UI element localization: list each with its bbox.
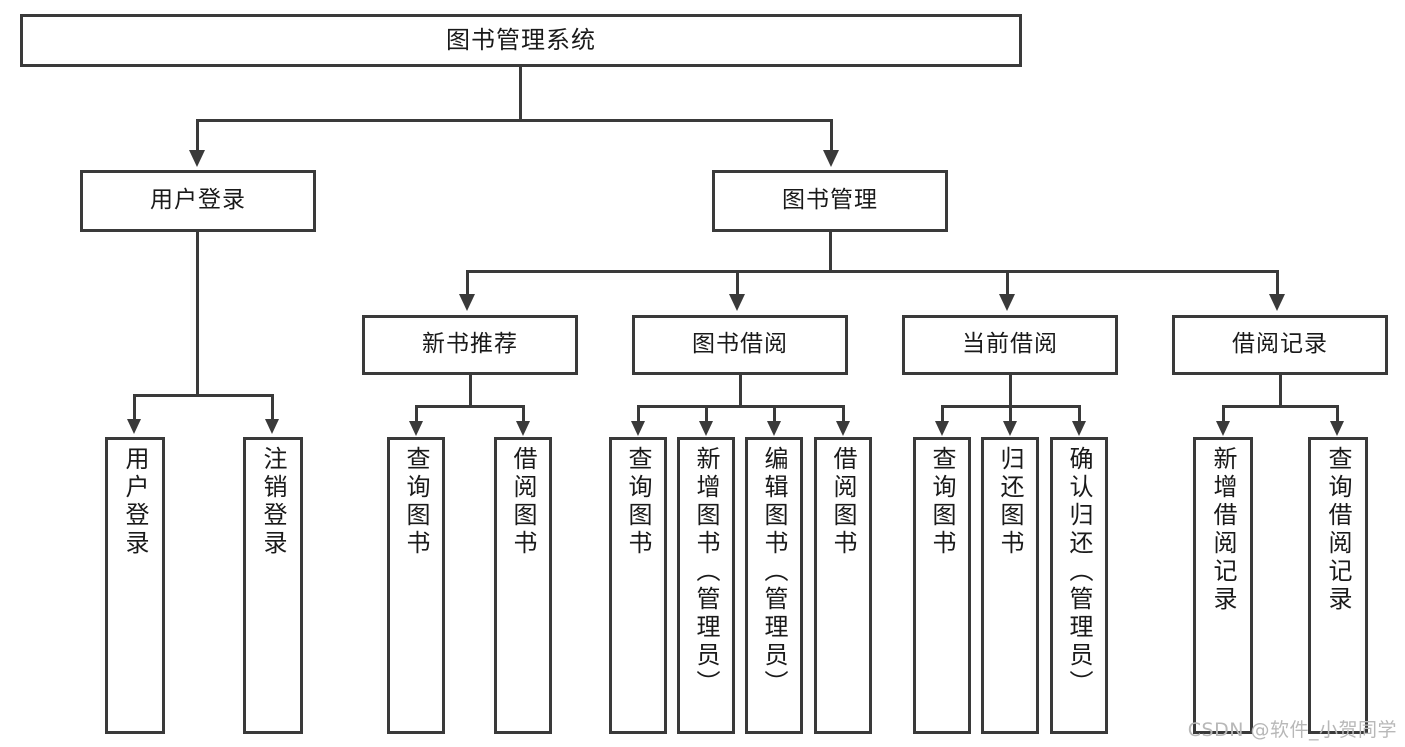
- node-user-login-label: 用户登录: [150, 187, 246, 214]
- node-root-label: 图书管理系统: [446, 26, 596, 55]
- node-leaf-query-book-2[interactable]: 查询图书: [609, 437, 667, 734]
- node-leaf-borrow-book-2[interactable]: 借阅图书: [814, 437, 872, 734]
- node-leaf-edit-book[interactable]: 编辑图书（管理员）: [745, 437, 803, 734]
- edge-new-book-bus: [415, 405, 525, 408]
- arrow-current-borrow-leaf-3: [1072, 421, 1086, 436]
- node-leaf-add-record-label: 新增借阅记录: [1209, 446, 1237, 614]
- edge-current-borrow-stem: [1009, 375, 1012, 405]
- arrow-root-to-book-manage: [823, 150, 839, 167]
- node-book-manage-label: 图书管理: [782, 187, 878, 214]
- edge-borrow-record-drop-2: [1336, 405, 1339, 422]
- edge-book-borrow-drop-2: [705, 405, 708, 422]
- node-leaf-add-book-label: 新增图书（管理员）: [692, 446, 720, 698]
- edge-root-bus: [196, 119, 833, 122]
- edge-user-login-drop-2: [271, 394, 274, 420]
- node-leaf-logout-login-label: 注销登录: [259, 446, 287, 558]
- edge-root-stem: [519, 67, 522, 119]
- node-book-manage[interactable]: 图书管理: [712, 170, 948, 232]
- arrow-book-borrow-leaf-3: [767, 421, 781, 436]
- arrow-book-manage-child-3: [999, 294, 1015, 311]
- edge-book-manage-drop-3: [1006, 270, 1009, 295]
- arrow-book-manage-child-1: [459, 294, 475, 311]
- edge-user-login-drop-1: [133, 394, 136, 420]
- edge-new-book-stem: [469, 375, 472, 405]
- arrow-root-to-user-login: [189, 150, 205, 167]
- node-leaf-query-book-3[interactable]: 查询图书: [913, 437, 971, 734]
- node-leaf-query-record-label: 查询借阅记录: [1324, 446, 1352, 614]
- node-book-borrow-label: 图书借阅: [692, 331, 788, 358]
- edge-user-login-bus: [133, 394, 274, 397]
- edge-current-borrow-drop-3: [1078, 405, 1081, 422]
- arrow-book-manage-child-4: [1269, 294, 1285, 311]
- node-leaf-edit-book-label: 编辑图书（管理员）: [760, 446, 788, 698]
- arrow-book-borrow-leaf-1: [631, 421, 645, 436]
- arrow-borrow-record-leaf-2: [1330, 421, 1344, 436]
- edge-new-book-drop-1: [415, 405, 418, 422]
- node-current-borrow[interactable]: 当前借阅: [902, 315, 1118, 375]
- node-leaf-user-login-label: 用户登录: [121, 446, 149, 558]
- node-current-borrow-label: 当前借阅: [962, 331, 1058, 358]
- edge-new-book-drop-2: [522, 405, 525, 422]
- arrow-book-manage-child-2: [729, 294, 745, 311]
- edge-root-to-book-manage: [830, 119, 833, 151]
- node-borrow-record-label: 借阅记录: [1232, 331, 1328, 358]
- edge-book-borrow-drop-4: [842, 405, 845, 422]
- arrow-user-login-leaf-2: [265, 419, 279, 434]
- edge-borrow-record-stem: [1279, 375, 1282, 405]
- arrow-new-book-leaf-2: [516, 421, 530, 436]
- node-leaf-query-record[interactable]: 查询借阅记录: [1308, 437, 1368, 734]
- edge-book-borrow-drop-3: [773, 405, 776, 422]
- node-new-book-recommend[interactable]: 新书推荐: [362, 315, 578, 375]
- edge-current-borrow-drop-2: [1009, 405, 1012, 422]
- node-leaf-add-book[interactable]: 新增图书（管理员）: [677, 437, 735, 734]
- arrow-user-login-leaf-1: [127, 419, 141, 434]
- edge-book-manage-stem: [829, 232, 832, 270]
- edge-book-manage-drop-1: [466, 270, 469, 295]
- node-leaf-query-book-1[interactable]: 查询图书: [387, 437, 445, 734]
- arrow-book-borrow-leaf-2: [699, 421, 713, 436]
- edge-borrow-record-bus: [1222, 405, 1339, 408]
- node-user-login[interactable]: 用户登录: [80, 170, 316, 232]
- node-leaf-query-book-3-label: 查询图书: [928, 446, 956, 558]
- node-leaf-borrow-book-1[interactable]: 借阅图书: [494, 437, 552, 734]
- edge-current-borrow-drop-1: [941, 405, 944, 422]
- node-leaf-return-book[interactable]: 归还图书: [981, 437, 1039, 734]
- node-leaf-query-book-1-label: 查询图书: [402, 446, 430, 558]
- edge-book-manage-drop-2: [736, 270, 739, 295]
- node-new-book-recommend-label: 新书推荐: [422, 331, 518, 358]
- edge-book-manage-bus: [466, 270, 1279, 273]
- node-borrow-record[interactable]: 借阅记录: [1172, 315, 1388, 375]
- arrow-book-borrow-leaf-4: [836, 421, 850, 436]
- node-leaf-logout-login[interactable]: 注销登录: [243, 437, 303, 734]
- edge-book-borrow-bus: [637, 405, 845, 408]
- node-leaf-confirm-return[interactable]: 确认归还（管理员）: [1050, 437, 1108, 734]
- node-leaf-confirm-return-label: 确认归还（管理员）: [1065, 446, 1093, 698]
- arrow-borrow-record-leaf-1: [1216, 421, 1230, 436]
- edge-book-borrow-stem: [739, 375, 742, 405]
- node-leaf-return-book-label: 归还图书: [996, 446, 1024, 558]
- arrow-current-borrow-leaf-1: [935, 421, 949, 436]
- edge-root-to-user-login: [196, 119, 199, 151]
- arrow-new-book-leaf-1: [409, 421, 423, 436]
- edge-book-borrow-drop-1: [637, 405, 640, 422]
- node-leaf-borrow-book-2-label: 借阅图书: [829, 446, 857, 558]
- edge-book-manage-drop-4: [1276, 270, 1279, 295]
- node-root[interactable]: 图书管理系统: [20, 14, 1022, 67]
- node-leaf-borrow-book-1-label: 借阅图书: [509, 446, 537, 558]
- node-book-borrow[interactable]: 图书借阅: [632, 315, 848, 375]
- edge-borrow-record-drop-1: [1222, 405, 1225, 422]
- node-leaf-query-book-2-label: 查询图书: [624, 446, 652, 558]
- edge-user-login-stem: [196, 232, 199, 394]
- arrow-current-borrow-leaf-2: [1003, 421, 1017, 436]
- node-leaf-user-login[interactable]: 用户登录: [105, 437, 165, 734]
- node-leaf-add-record[interactable]: 新增借阅记录: [1193, 437, 1253, 734]
